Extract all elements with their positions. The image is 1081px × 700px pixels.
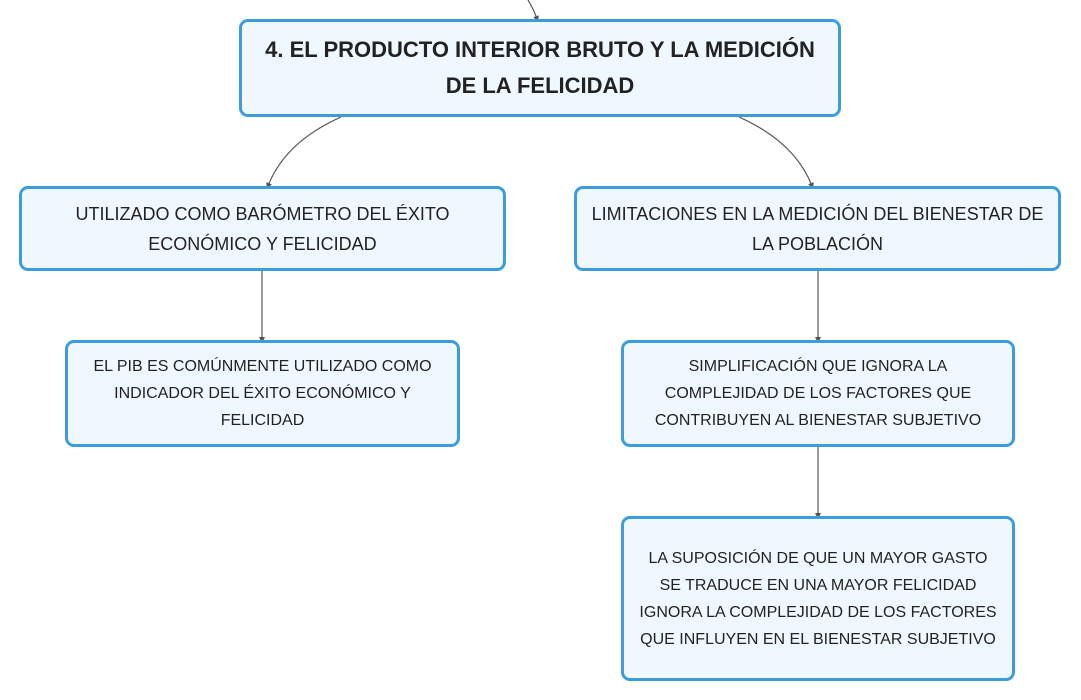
branch-limitaciones-line-1: LIMITACIONES EN LA MEDICIÓN DEL BIENESTA…	[591, 203, 1044, 224]
branch-text-barometro: UTILIZADO COMO BARÓMETRO DEL ÉXITO ECONÓ…	[75, 199, 449, 259]
root-topic-line-1: 4. EL PRODUCTO INTERIOR BRUTO Y LA MEDIC…	[265, 37, 815, 62]
connector-root-to-branch-right	[738, 116, 814, 189]
subtopic-pib-line-1: EL PIB ES COMÚNMENTE UTILIZADO COMO	[93, 358, 432, 375]
branch-barometro-line-2: ECONÓMICO Y FELICIDAD	[148, 233, 377, 254]
subtopic-suposicion-line-1: LA SUPOSICIÓN DE QUE UN MAYOR GASTO	[648, 549, 988, 567]
branch-node-barometro[interactable]: UTILIZADO COMO BARÓMETRO DEL ÉXITO ECONÓ…	[19, 186, 506, 271]
subtopic-pib-line-3: FELICIDAD	[220, 412, 305, 429]
subtopic-node-simplificacion[interactable]: SIMPLIFICACIÓN QUE IGNORA LA COMPLEJIDAD…	[621, 340, 1015, 447]
branch-node-limitaciones[interactable]: LIMITACIONES EN LA MEDICIÓN DEL BIENESTA…	[574, 186, 1061, 271]
subtopic-suposicion-line-4: QUE INFLUYEN EN EL BIENESTAR SUBJETIVO	[640, 630, 996, 648]
branch-text-limitaciones: LIMITACIONES EN LA MEDICIÓN DEL BIENESTA…	[592, 199, 1044, 259]
subtopic-simplificacion-line-2: COMPLEJIDAD DE LOS FACTORES QUE	[664, 385, 972, 402]
subtopic-pib-line-2: INDICADOR DEL ÉXITO ECONÓMICO Y	[114, 385, 411, 402]
connector-root-to-branch-left	[266, 116, 342, 189]
root-topic-line-2: DE LA FELICIDAD	[445, 73, 635, 98]
subtopic-suposicion-line-2: SE TRADUCE EN UNA MAYOR FELICIDAD	[659, 576, 977, 594]
subtopic-node-pib-indicador[interactable]: EL PIB ES COMÚNMENTE UTILIZADO COMO INDI…	[65, 340, 460, 447]
subtopic-simplificacion-line-3: CONTRIBUYEN AL BIENESTAR SUBJETIVO	[654, 412, 982, 429]
branch-barometro-line-1: UTILIZADO COMO BARÓMETRO DEL ÉXITO	[75, 203, 450, 224]
subtopic-text-pib-indicador: EL PIB ES COMÚNMENTE UTILIZADO COMO INDI…	[93, 353, 431, 434]
connector-parent-to-root	[527, 0, 539, 22]
subtopic-text-suposicion-gasto: LA SUPOSICIÓN DE QUE UN MAYOR GASTO SE T…	[639, 545, 996, 653]
subtopic-node-suposicion-gasto[interactable]: LA SUPOSICIÓN DE QUE UN MAYOR GASTO SE T…	[621, 516, 1015, 681]
subtopic-text-simplificacion: SIMPLIFICACIÓN QUE IGNORA LA COMPLEJIDAD…	[655, 353, 981, 434]
branch-limitaciones-line-2: LA POBLACIÓN	[751, 233, 884, 254]
root-topic-node[interactable]: 4. EL PRODUCTO INTERIOR BRUTO Y LA MEDIC…	[239, 19, 841, 117]
subtopic-simplificacion-line-1: SIMPLIFICACIÓN QUE IGNORA LA	[688, 358, 948, 375]
subtopic-suposicion-line-3: IGNORA LA COMPLEJIDAD DE LOS FACTORES	[639, 603, 997, 621]
root-topic-text: 4. EL PRODUCTO INTERIOR BRUTO Y LA MEDIC…	[265, 32, 815, 104]
